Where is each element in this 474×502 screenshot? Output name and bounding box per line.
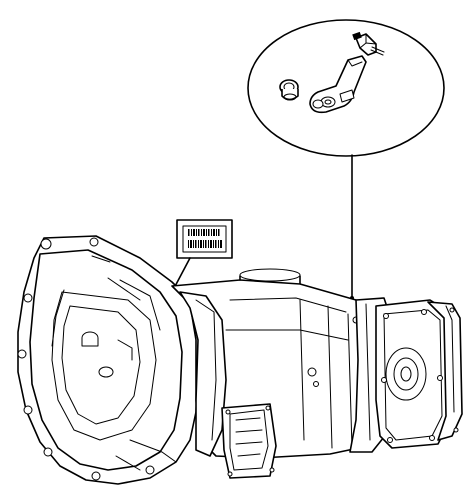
detail-callout bbox=[247, 19, 445, 300]
sensor-connector bbox=[352, 31, 385, 56]
label-tag bbox=[171, 219, 233, 293]
bell-housing bbox=[17, 235, 199, 485]
callout-circle bbox=[247, 19, 445, 157]
shift-lever-arm bbox=[309, 55, 367, 114]
end-cover bbox=[375, 299, 463, 449]
transmission-case bbox=[171, 268, 379, 479]
bushing bbox=[279, 79, 299, 101]
